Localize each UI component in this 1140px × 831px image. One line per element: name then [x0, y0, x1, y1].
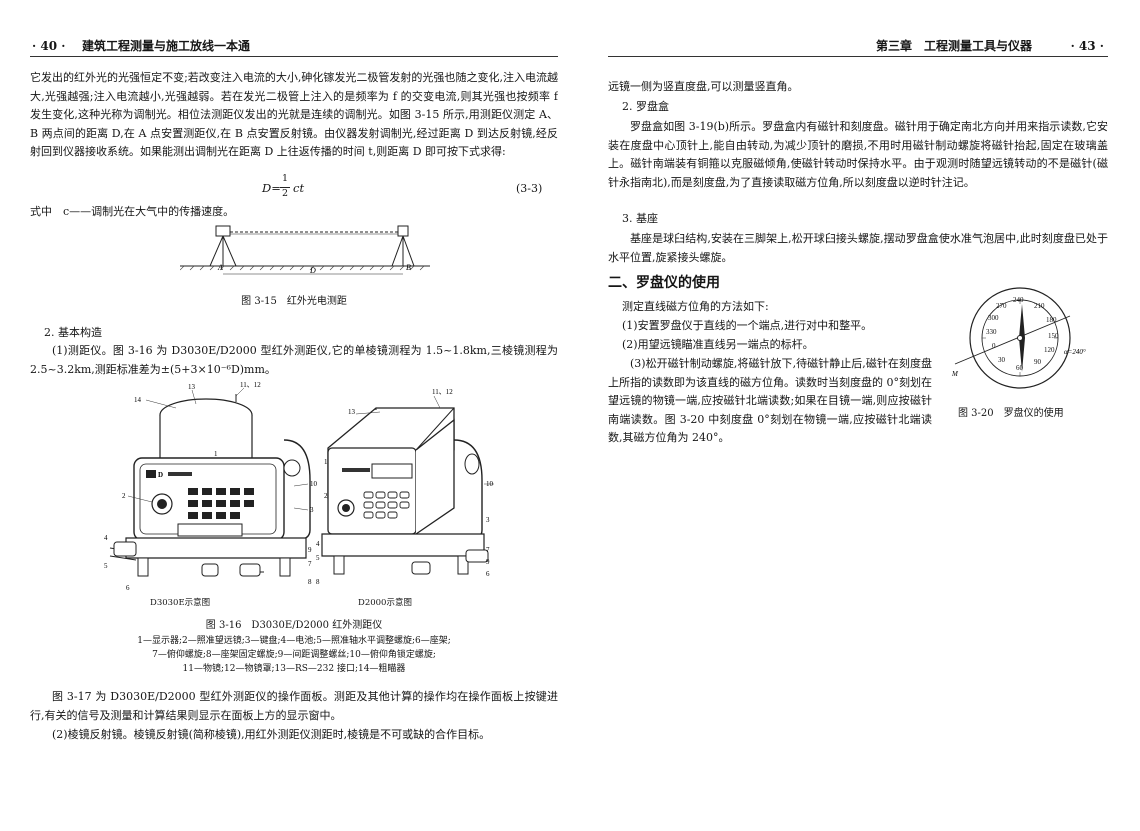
figure-3-15-caption: 图 3-15 红外光电测距	[241, 296, 347, 307]
dial-number: 150	[1048, 332, 1059, 340]
formula-3-3: D= 1 2 ct	[262, 173, 342, 202]
step-2: (2)用望远镜瞄准直线另一端点的标杆。	[622, 338, 814, 351]
paragraph-vertical-circle: 远镜一侧为竖直度盘,可以测量竖直角。	[608, 80, 799, 93]
fig315-label-a: A	[217, 263, 223, 272]
dial-number: 240	[1013, 296, 1024, 304]
d2000-callout: 11、12	[432, 388, 453, 396]
figure-3-16-legend-line2: 7—俯仰螺旋;8—座架固定螺旋;9—间距调整螺丝;10—俯仰角锁定螺旋;	[152, 650, 436, 660]
equation-number: (3-3)	[516, 182, 543, 195]
heading-basic-structure: 2. 基本构造	[44, 326, 102, 339]
dial-number: 60	[1016, 364, 1024, 372]
paragraph-compass-box: 罗盘盒如图 3-19(b)所示。罗盘盒内有磁针和刻度盘。磁针用于确定南北方向并用…	[608, 120, 1108, 189]
dial-number: 0	[992, 342, 996, 350]
formula-numerator: 1	[282, 173, 289, 184]
step-1: (1)安置罗盘仪于直线的一个端点,进行对中和整平。	[622, 319, 873, 332]
section-title-compass-use: 二、罗盘仪的使用	[608, 275, 720, 291]
d3030e-callout: 8	[308, 578, 312, 586]
d2000-callout: 10	[486, 480, 494, 488]
step-3: (3)松开磁针制动螺旋,将磁针放下,待磁针静止后,磁针在刻度盘上所指的读数即为该…	[608, 357, 932, 445]
right-running-header: 第三章 工程测量工具与仪器 · 43 ·	[608, 38, 1108, 57]
d3030e-callout: 11、12	[240, 381, 261, 389]
paragraph-distance-meter: (1)测距仪。图 3-16 为 D3030E/D2000 型红外测距仪,它的单棱…	[30, 344, 558, 376]
figure-3-16-diagram: D	[104, 381, 494, 592]
d3030e-callout: 14	[134, 396, 142, 404]
d2000-callout: 1	[324, 458, 328, 466]
paragraph-prism-reflector: (2)棱镜反射镜。棱镜反射镜(简称棱镜),用红外测距仪测距时,棱镜是不可或缺的合…	[52, 728, 491, 741]
d3030e-callout: 2	[122, 492, 126, 500]
left-running-header: · 40 · 建筑工程测量与施工放线一本通	[30, 38, 558, 57]
d3030e-callout: 4	[104, 534, 108, 542]
dial-number: 90	[1034, 358, 1042, 366]
paragraph-intro: 测定直线磁方位角的方法如下:	[622, 300, 769, 313]
d2000-subcaption: D2000示意图	[358, 598, 412, 608]
figure-3-15-diagram: A B D	[180, 225, 430, 275]
figure-3-16-legend-line3: 11—物镜;12—物镜罩;13—RS—232 接口;14—粗瞄器	[182, 664, 406, 674]
dial-number: 270	[996, 302, 1007, 310]
d3030e-callout: 3	[310, 506, 314, 514]
d2000-callout: 7	[486, 546, 490, 554]
d2000-callout: 2	[324, 492, 328, 500]
d3030e-callout: 10	[310, 480, 318, 488]
figure-3-16-caption: 图 3-16 D3030E/D2000 红外测距仪	[205, 620, 383, 631]
formula-lhs: D=	[262, 181, 281, 195]
formula-rhs: ct	[293, 181, 305, 195]
figure-3-20-compass-diagram: 240 210 180 150 120 90 60 30 0 330 300 2…	[951, 287, 1086, 389]
d2000-callout: 3	[486, 516, 490, 524]
d2000-callout: 8	[316, 578, 320, 586]
d3030e-callout: 6	[126, 584, 130, 592]
d2000-callout: 4	[316, 540, 320, 548]
heading-base: 3. 基座	[622, 212, 658, 225]
dial-number: 330	[986, 328, 997, 336]
d2000-callout: 5	[316, 554, 320, 562]
d3030e-callout: 7	[308, 560, 312, 568]
figure-3-20-caption: 图 3-20 罗盘仪的使用	[958, 408, 1064, 419]
d3030e-callout: 5	[104, 562, 108, 570]
left-page: · 40 · 建筑工程测量与施工放线一本通 它发出的红外光的光强恒定不变;若改变…	[30, 0, 558, 831]
paragraph-operation-panel: 图 3-17 为 D3030E/D2000 型红外测距仪的操作面板。测距及其他计…	[30, 690, 558, 722]
fig315-label-b: B	[406, 263, 411, 272]
d2000-device	[321, 407, 489, 575]
d2000-callout: 6	[486, 570, 490, 578]
left-page-number: · 40 ·	[32, 39, 66, 53]
book-title: 建筑工程测量与施工放线一本通	[82, 39, 251, 53]
right-page: 第三章 工程测量工具与仪器 · 43 · 远镜一侧为竖直度盘,可以测量竖直角。 …	[608, 0, 1108, 831]
dial-number: 180	[1046, 316, 1057, 324]
d3030e-callout: 1	[214, 450, 218, 458]
chapter-title: 第三章 工程测量工具与仪器	[875, 39, 1032, 53]
dial-number: 300	[988, 314, 999, 322]
dial-number: 210	[1034, 302, 1045, 310]
dial-number: 30	[998, 356, 1006, 364]
figure-3-16-legend-line1: 1—显示器;2—照准望远镜;3—键盘;4—电池;5—照准轴水平调整螺旋;6—座架…	[137, 636, 451, 646]
m-label: M	[951, 370, 959, 378]
d3030e-callout: 13	[188, 383, 196, 391]
d3030e-device: D	[109, 394, 311, 577]
fig315-label-d: D	[309, 266, 316, 275]
dial-number: 120	[1044, 346, 1055, 354]
d3030e-brand-mark: D	[158, 471, 163, 479]
formula-denominator: 2	[282, 188, 289, 199]
heading-compass-box: 2. 罗盘盒	[622, 100, 669, 113]
d2000-callout: 9	[486, 558, 490, 566]
right-page-number: · 43 ·	[1070, 39, 1104, 53]
d3030e-callout: 9	[308, 546, 312, 554]
paragraph-modulated-light: 它发出的红外光的光强恒定不变;若改变注入电流的大小,砷化镓发光二极管发射的光强也…	[30, 71, 558, 159]
where-clause: 式中 c——调制光在大气中的传播速度。	[30, 205, 235, 218]
d3030e-subcaption: D3030E示意图	[150, 598, 211, 608]
alpha-label: α=240°	[1064, 348, 1086, 356]
d2000-callout: 13	[348, 408, 356, 416]
paragraph-base: 基座是球臼结构,安装在三脚架上,松开球臼接头螺旋,摆动罗盘盒使水准气泡居中,此时…	[608, 232, 1108, 264]
